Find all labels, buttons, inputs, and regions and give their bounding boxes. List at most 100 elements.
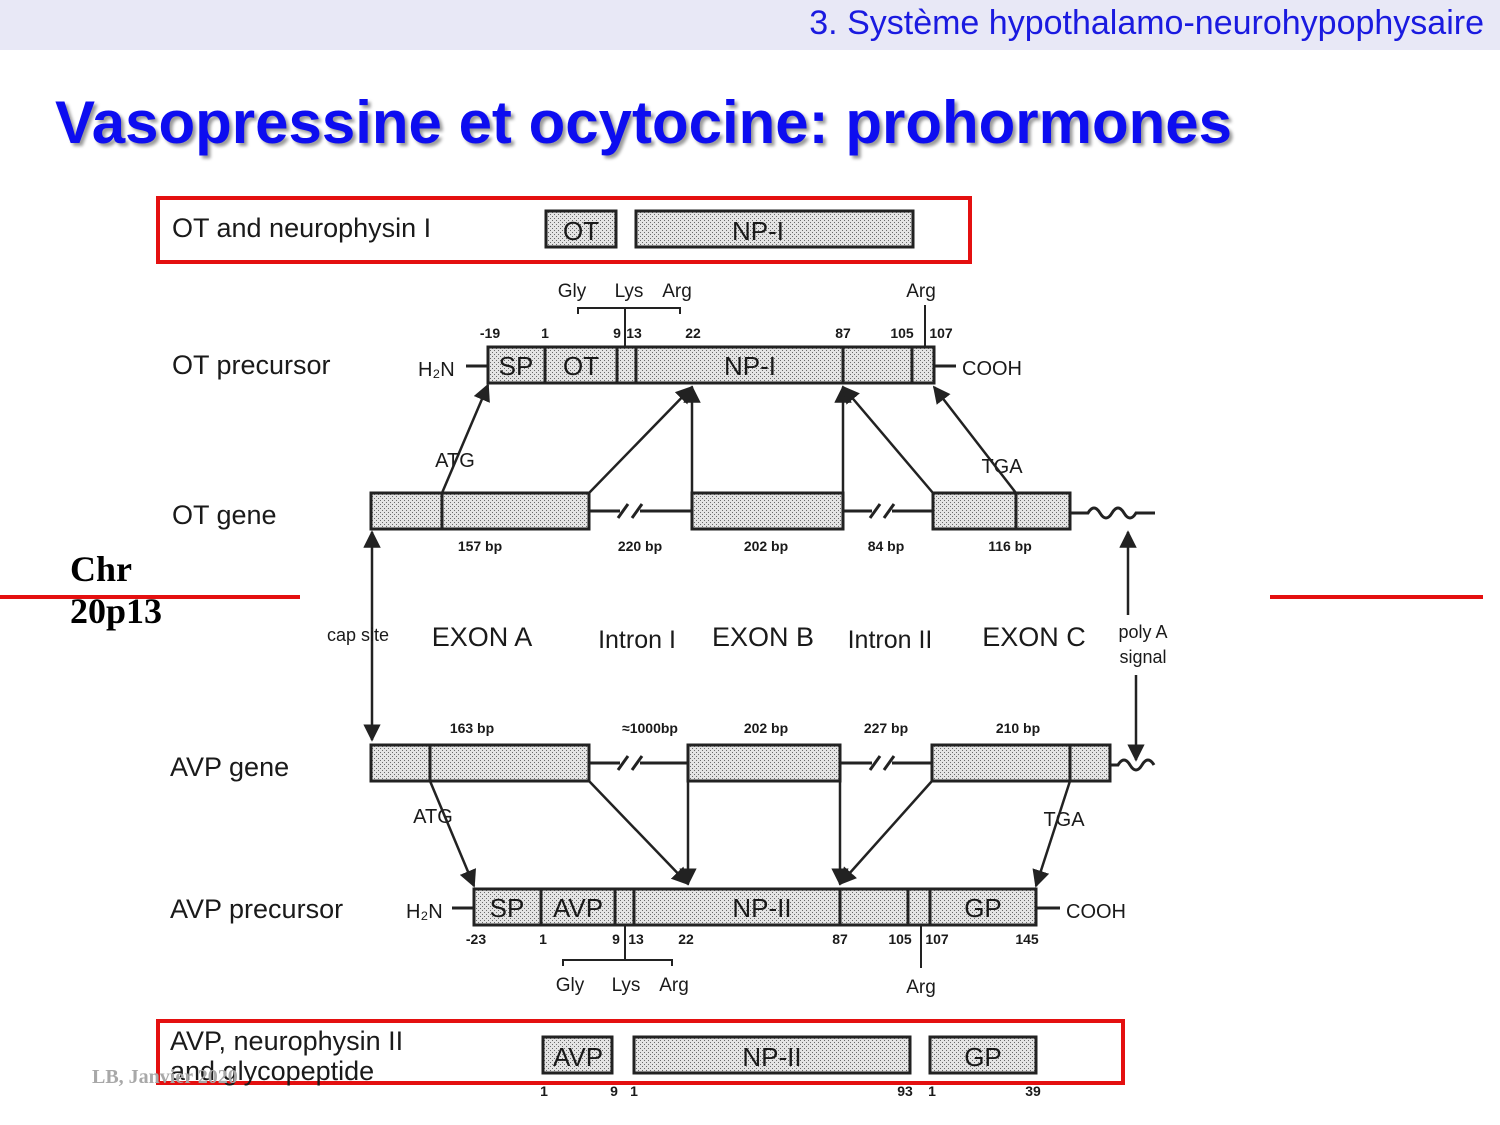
ot-cleavage-bracket (577, 307, 681, 314)
avp-product-gp-text: GP (964, 1042, 1002, 1072)
ot-size-label: 116 bp (988, 538, 1032, 554)
ot-np1-segment: NP-I (724, 351, 776, 381)
avp-product-number: 1 (540, 1083, 548, 1099)
ot-arg-label: Arg (662, 281, 692, 302)
ot-c-terminus: COOH (962, 358, 1022, 380)
avp-pos-label: 107 (925, 931, 949, 947)
avp-n-terminus: H₂N (406, 901, 443, 923)
avp-pos-label: 1 (539, 931, 547, 947)
avp-size-label: 227 bp (864, 720, 908, 736)
avp-precursor-label: AVP precursor (170, 894, 343, 924)
ot-precursor-bar (486, 345, 936, 385)
avp-np2-segment: NP-II (732, 893, 791, 923)
ot-intron-2-line (843, 503, 933, 519)
avp-pos-label: 9 (612, 931, 620, 947)
avp-arg-label: Arg (659, 975, 689, 996)
ot-exon-a (369, 491, 591, 531)
avp-avp-segment: AVP (553, 893, 603, 923)
ot-exon-b (690, 491, 845, 531)
ot-polya-wave (1070, 506, 1155, 520)
avp-lys-label: Lys (612, 975, 641, 996)
avp-product-number: 1 (630, 1083, 638, 1099)
avp-product-number: 39 (1025, 1083, 1041, 1099)
ot-exon-c (931, 491, 1072, 531)
ot-pos-label: 13 (626, 325, 642, 341)
avp-product-np2-text: NP-II (742, 1042, 801, 1072)
avp-cleavage-bracket (562, 959, 673, 966)
ot-product-np1-box (634, 209, 915, 249)
avp-gly-label: Gly (556, 975, 585, 996)
avp-product-label-line1: AVP, neurophysin II (170, 1026, 403, 1056)
header-bar: 3. Système hypothalamo-neurohypophysaire (0, 0, 1500, 50)
avp-exon-b (686, 743, 842, 783)
chromosome-label: Chr 20p13 (70, 548, 162, 632)
ot-n-terminus: H₂N (418, 359, 455, 381)
avp-size-label: 210 bp (996, 720, 1040, 736)
avp-intron-2-line (840, 755, 932, 771)
slide-title: Vasopressine et ocytocine: prohormones (55, 89, 1233, 156)
avp-size-label: 163 bp (450, 720, 494, 736)
avp-product-number: 1 (928, 1083, 936, 1099)
ot-size-label: 202 bp (744, 538, 788, 554)
ot-pos-label: 1 (541, 325, 549, 341)
avp-pos-label: -23 (466, 931, 486, 947)
exon-c-label: EXON C (982, 622, 1086, 652)
intron-1-label: Intron I (598, 626, 676, 654)
chromosome-line-right (1270, 595, 1483, 599)
avp-product-highlight-box (156, 1019, 1125, 1085)
avp-atg-label: ATG (413, 806, 453, 828)
footer-credit: LB, Janvier 2020 (92, 1066, 238, 1088)
avp-product-np2-box (632, 1035, 912, 1075)
section-label: 3. Système hypothalamo-neurohypophysaire (809, 4, 1484, 42)
avp-product-label-line2: and glycopeptide (170, 1056, 374, 1086)
avp-tga-label: TGA (1043, 809, 1085, 831)
cap-site-label: cap site (327, 625, 389, 645)
avp-pos-label: 145 (1015, 931, 1039, 947)
avp-size-label: ≈1000bp (622, 720, 678, 736)
ot-pos-label: 22 (685, 325, 701, 341)
ot-gly-label: Gly (558, 281, 587, 302)
avp-pos-label: 87 (832, 931, 848, 947)
avp-gp-segment: GP (964, 893, 1002, 923)
ot-product-highlight-box (156, 196, 972, 264)
ot-arg2-label: Arg (906, 281, 936, 302)
avp-pos-label: 105 (888, 931, 912, 947)
chromosome-label-line1: Chr (70, 549, 132, 589)
exon-a-label: EXON A (432, 622, 533, 652)
ot-size-label: 220 bp (618, 538, 662, 554)
ot-size-label: 84 bp (868, 538, 905, 554)
avp-sp-segment: SP (490, 893, 525, 923)
ot-intron-1-line (589, 503, 692, 519)
avp-product-gp-box (928, 1035, 1038, 1075)
ot-pos-label: 9 (613, 325, 621, 341)
ot-product-np1-text: NP-I (732, 216, 784, 246)
avp-arg2-label: Arg (906, 977, 936, 998)
avp-polya-wave (1110, 758, 1156, 772)
avp-gene-label: AVP gene (170, 752, 289, 782)
ot-product-label: OT and neurophysin I (172, 213, 431, 243)
ot-pos-label: 87 (835, 325, 851, 341)
ot-size-label: 157 bp (458, 538, 502, 554)
avp-exon-a (369, 743, 591, 783)
ot-product-ot-text: OT (563, 216, 599, 246)
chromosome-label-line2: 20p13 (70, 591, 163, 631)
exon-b-label: EXON B (712, 622, 814, 652)
ot-lys-label: Lys (615, 281, 644, 302)
chromosome-line-left (0, 595, 300, 599)
avp-pos-label: 22 (678, 931, 694, 947)
avp-pos-label: 13 (628, 931, 644, 947)
ot-pos-label: 105 (890, 325, 914, 341)
avp-product-avp-box (541, 1035, 614, 1075)
ot-pos-label: -19 (480, 325, 500, 341)
avp-product-number: 9 (610, 1083, 618, 1099)
avp-product-avp-text: AVP (553, 1042, 603, 1072)
avp-intron-1-line (589, 755, 688, 771)
ot-precursor-label: OT precursor (172, 350, 331, 380)
intron-2-label: Intron II (848, 626, 933, 654)
avp-size-label: 202 bp (744, 720, 788, 736)
ot-ot-segment: OT (563, 351, 599, 381)
avp-exon-c (930, 743, 1112, 783)
ot-pos-label: 107 (929, 325, 953, 341)
poly-a-label: poly A (1118, 622, 1167, 642)
